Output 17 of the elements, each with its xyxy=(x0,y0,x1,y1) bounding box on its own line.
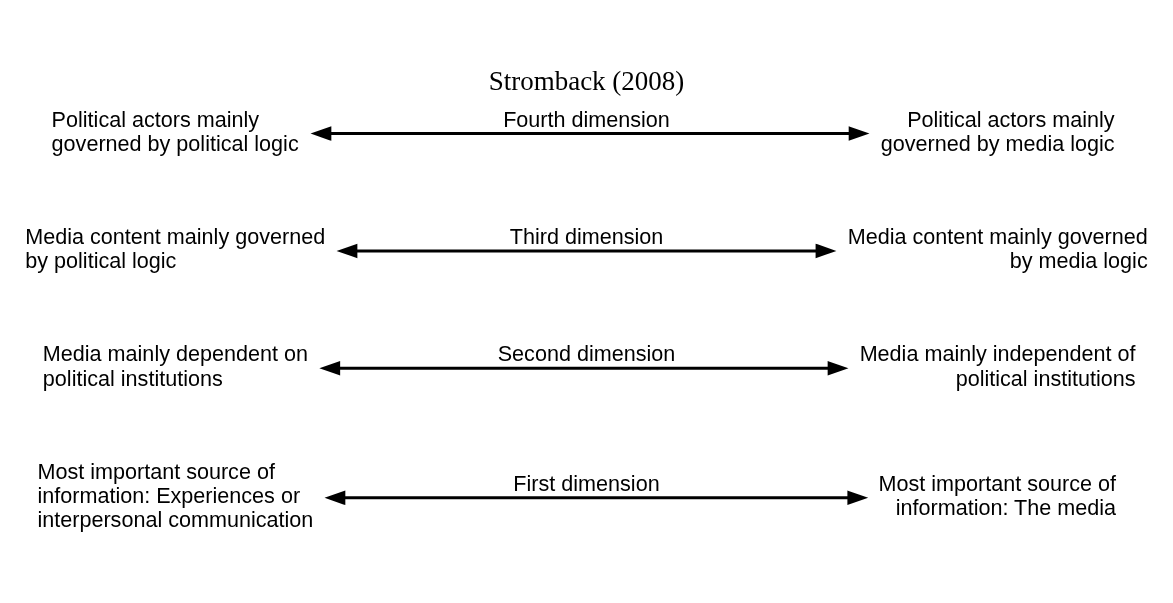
edge-label: Third dimension xyxy=(509,223,664,249)
node-text: Political actors mainly governed by political logic xyxy=(51,106,299,156)
arrow xyxy=(336,243,837,259)
node-text: Media content mainly governed by political logic xyxy=(25,223,326,274)
edge-label: Second dimension xyxy=(497,341,676,367)
node-text: Most important source of information: Experiences or interpersonal communication xyxy=(37,458,314,533)
node-text: Media mainly dependent on political institutions xyxy=(42,341,308,391)
arrow xyxy=(310,126,870,141)
node-text: Media mainly independent of political institutions xyxy=(859,341,1136,391)
edge-label: Fourth dimension xyxy=(503,106,670,132)
node-text: Most important source of information: The media xyxy=(878,470,1116,521)
node-text: Political actors mainly governed by media logic xyxy=(880,106,1115,156)
arrow xyxy=(319,361,849,376)
diagram-title: Stromback (2008) xyxy=(488,66,685,97)
node-text: Media content mainly governed by media logic xyxy=(847,223,1148,274)
edge-label: First dimension xyxy=(513,470,660,496)
arrow xyxy=(324,490,869,506)
